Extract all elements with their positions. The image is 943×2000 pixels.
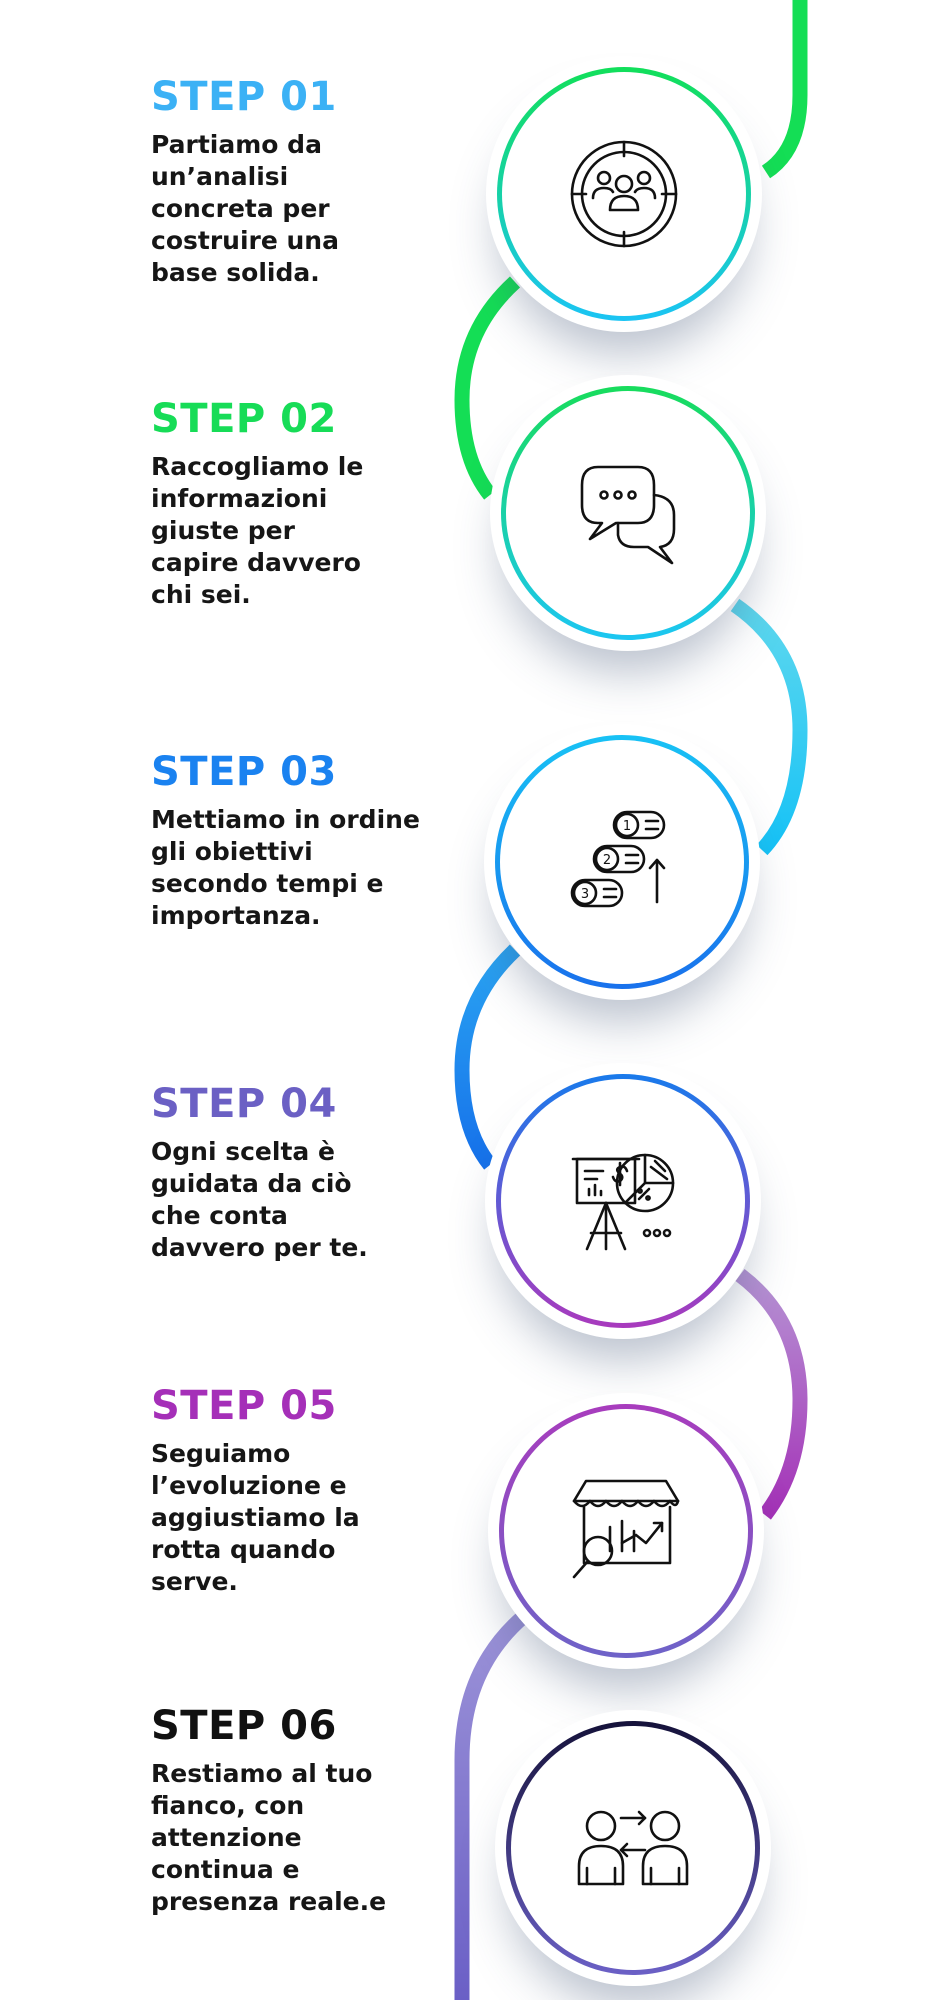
path-segment-top	[761, 0, 808, 179]
step-6-circle	[495, 1710, 771, 1986]
step-6-description: Restiamo al tuo fianco, con attenzione c…	[151, 1759, 387, 1916]
step-1-description: Partiamo da un’analisi concreta per cost…	[151, 130, 339, 287]
step-5-circle	[488, 1393, 764, 1669]
step-3-title: STEP 03	[151, 749, 337, 795]
svg-text:2: 2	[603, 853, 611, 868]
priority-list-icon: 1 2 3	[562, 802, 682, 922]
svg-text:1: 1	[623, 819, 631, 834]
step-2-description: Raccogliamo le informazioni giuste per c…	[151, 452, 364, 609]
step-5-text: STEP 05 Seguiamo l’evoluzione e aggiusti…	[151, 1382, 471, 1598]
step-1-title: STEP 01	[151, 74, 337, 120]
step-2-text: STEP 02 Raccogliamo le informazioni gius…	[151, 395, 471, 611]
step-2-circle	[490, 375, 766, 651]
step-3-text: STEP 03 Mettiamo in ordine gli obiettivi…	[151, 748, 471, 932]
target-team-icon	[564, 134, 684, 254]
step-5-title: STEP 05	[151, 1383, 337, 1429]
market-analysis-icon	[566, 1471, 686, 1591]
step-4-title: STEP 04	[151, 1081, 337, 1127]
path-segment-4	[735, 1269, 808, 1520]
svg-text:3: 3	[581, 887, 589, 902]
path-segment-3	[454, 944, 521, 1170]
step-4-description: Ogni scelta è guidata da ciò che conta d…	[151, 1137, 368, 1262]
path-segment-1	[454, 276, 521, 500]
step-3-description: Mettiamo in ordine gli obiettivi secondo…	[151, 805, 420, 930]
path-segment-2	[730, 598, 808, 856]
step-6-title: STEP 06	[151, 1703, 337, 1749]
step-4-circle	[485, 1063, 761, 1339]
chat-bubbles-icon	[568, 453, 688, 573]
presentation-chart-icon	[563, 1141, 683, 1261]
step-5-description: Seguiamo l’evoluzione e aggiustiamo la r…	[151, 1439, 360, 1596]
step-2-title: STEP 02	[151, 396, 337, 442]
step-3-circle: 1 2 3	[484, 724, 760, 1000]
step-4-text: STEP 04 Ogni scelta è guidata da ciò che…	[151, 1080, 471, 1264]
path-segment-5	[454, 1611, 528, 2000]
step-6-text: STEP 06 Restiamo al tuo fianco, con atte…	[151, 1702, 471, 1918]
people-exchange-icon	[573, 1788, 693, 1908]
step-1-circle	[486, 56, 762, 332]
step-1-text: STEP 01 Partiamo da un’analisi concreta …	[151, 73, 471, 289]
